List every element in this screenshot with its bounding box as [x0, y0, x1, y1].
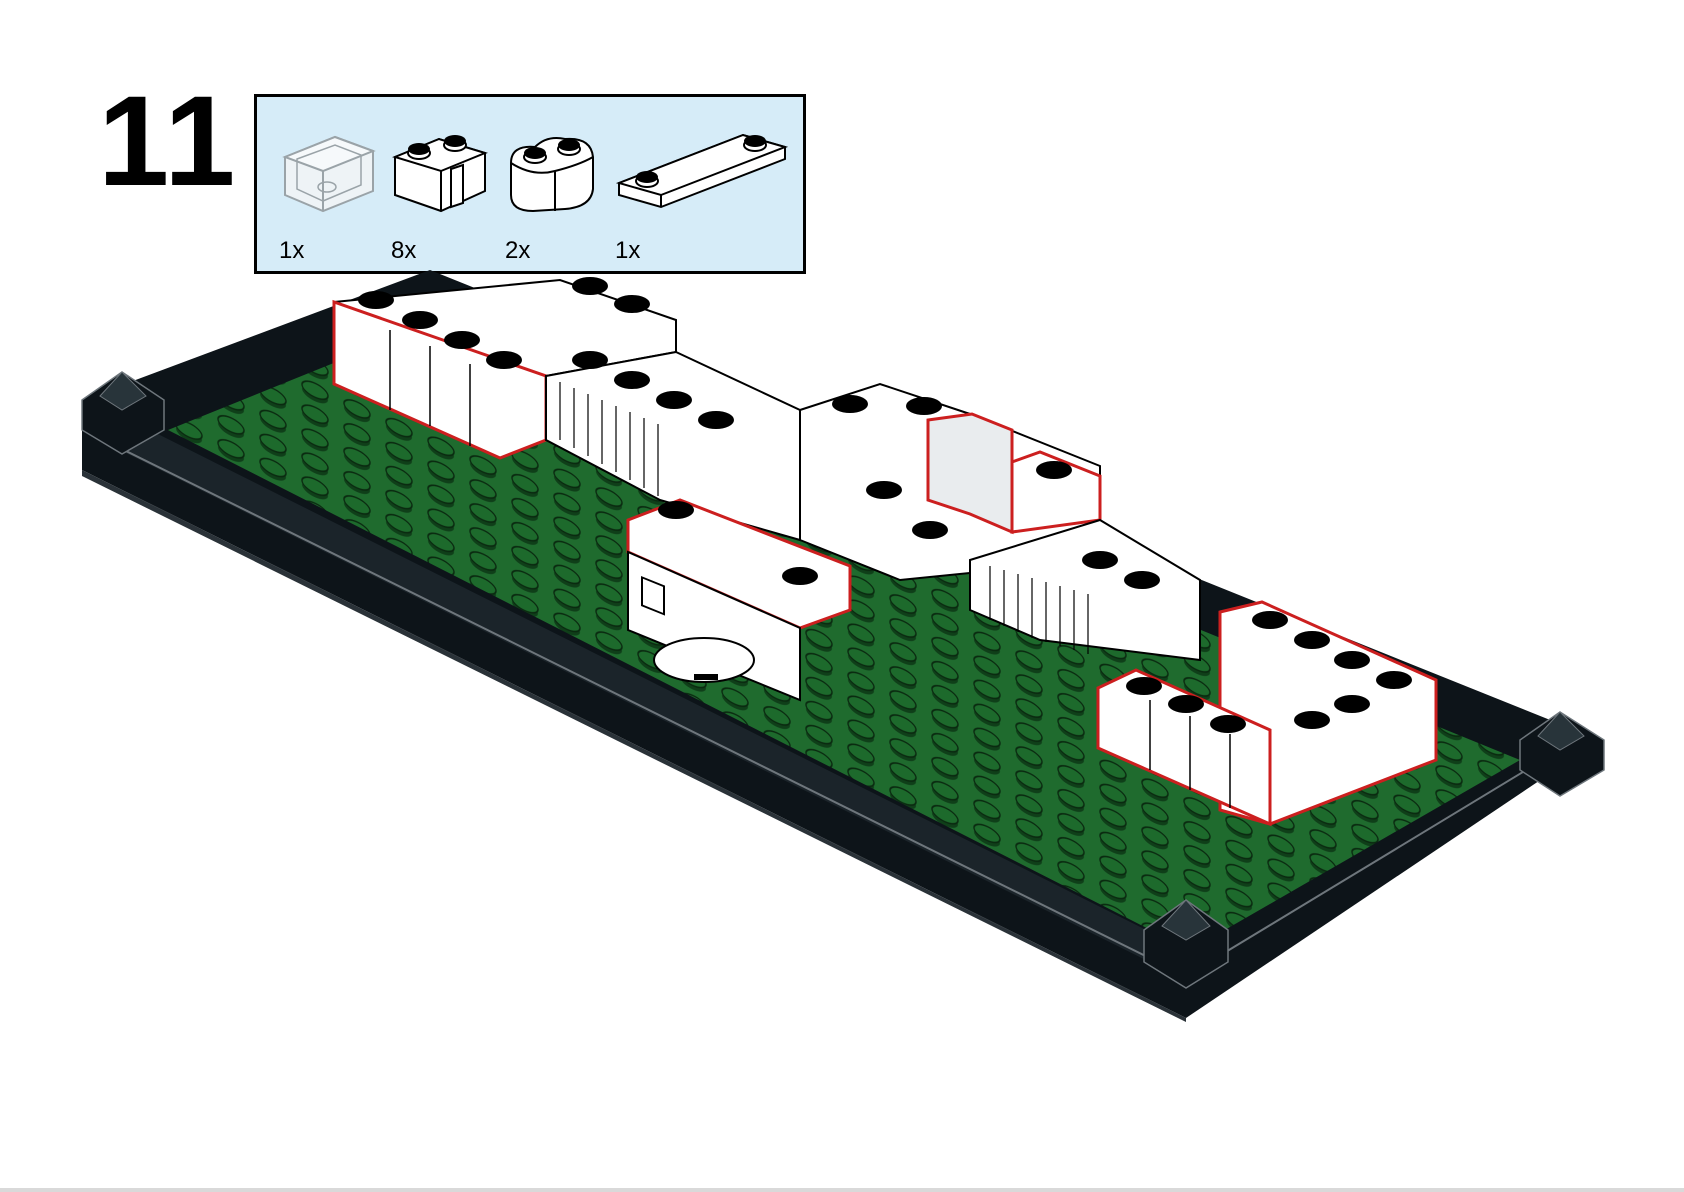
corner-pillar [1519, 711, 1605, 797]
part-item: 1x [277, 115, 387, 265]
page-footer-rule [0, 1188, 1684, 1192]
building-center [799, 382, 1102, 582]
part-quantity: 8x [391, 237, 417, 264]
green-baseplate [168, 320, 1520, 950]
white-curved-brick-icon [510, 137, 594, 213]
part-quantity: 1x [615, 237, 641, 264]
building-colonnade-right [969, 518, 1201, 662]
part-item: 8x [389, 115, 499, 265]
building-studs [358, 277, 1412, 733]
part-quantity: 1x [279, 237, 305, 264]
building-front-portico [626, 498, 852, 702]
corner-pillar [81, 371, 165, 455]
building-right-wing [1096, 600, 1438, 827]
step-number: 11 [98, 70, 238, 213]
part-quantity: 2x [505, 237, 531, 264]
baseplate [82, 270, 1600, 1022]
corner-pillar [1143, 899, 1229, 989]
part-item: 1x [613, 115, 793, 265]
part-item: 2x [503, 115, 613, 265]
parts-callout: 1x 8x 2x [254, 94, 806, 274]
clear-panel-brick-icon [282, 135, 376, 213]
white-jumper-plate-icon [615, 133, 789, 209]
white-masonry-brick-icon [392, 135, 488, 213]
